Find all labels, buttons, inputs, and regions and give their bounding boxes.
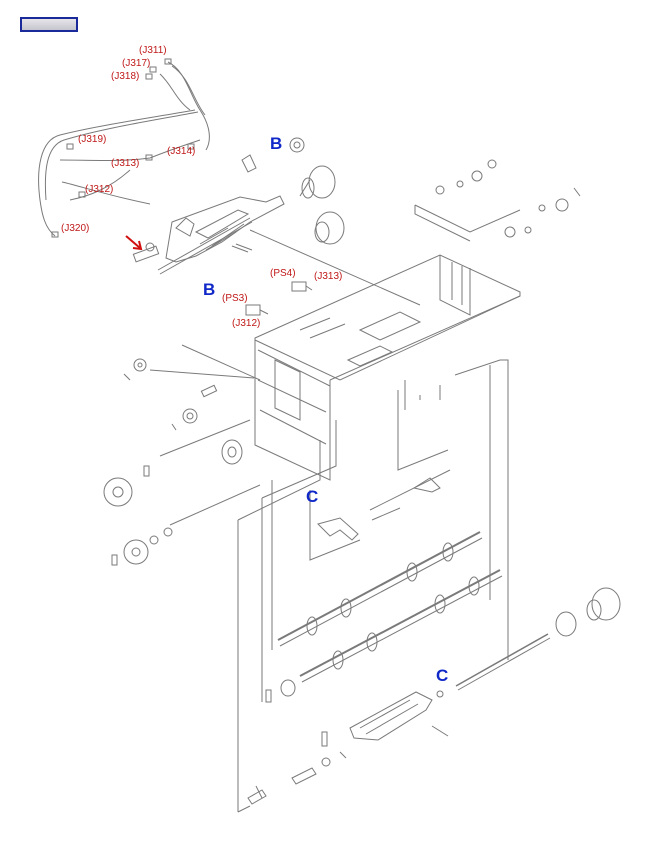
sensors	[245, 281, 313, 316]
section-letter-b: B	[203, 280, 216, 299]
leader-lines	[237, 359, 509, 812]
connector-label: (J320)	[61, 223, 90, 234]
connector-label: (J313)	[314, 271, 343, 282]
section-letter-c: C	[436, 666, 449, 685]
connector-label: (J311)	[139, 45, 167, 56]
connector-label: (J319)	[78, 134, 107, 145]
lower-pickup-assembly	[237, 587, 621, 813]
connector-label: (J313)	[111, 158, 140, 169]
connector-label: (J312)	[232, 318, 261, 329]
wire-harness	[38, 58, 210, 238]
sensor-label: (PS3)	[222, 293, 248, 304]
nav-button[interactable]	[20, 17, 78, 32]
connector-label: (J312)	[85, 184, 114, 195]
connector-label: (J317)	[122, 58, 151, 69]
upper-separation-guide	[317, 477, 441, 541]
connector-label: (J314)	[167, 146, 196, 157]
upper-pickup-assembly	[132, 137, 345, 275]
left-gear-train	[103, 358, 261, 566]
red-arrow-icon	[125, 235, 143, 251]
section-letter-c: C	[306, 487, 319, 506]
sensor-label: (PS4)	[270, 268, 296, 279]
main-frame	[149, 159, 581, 481]
connector-label: (J318)	[111, 71, 140, 82]
feed-rollers	[277, 531, 503, 697]
section-letter-b: B	[270, 134, 283, 153]
